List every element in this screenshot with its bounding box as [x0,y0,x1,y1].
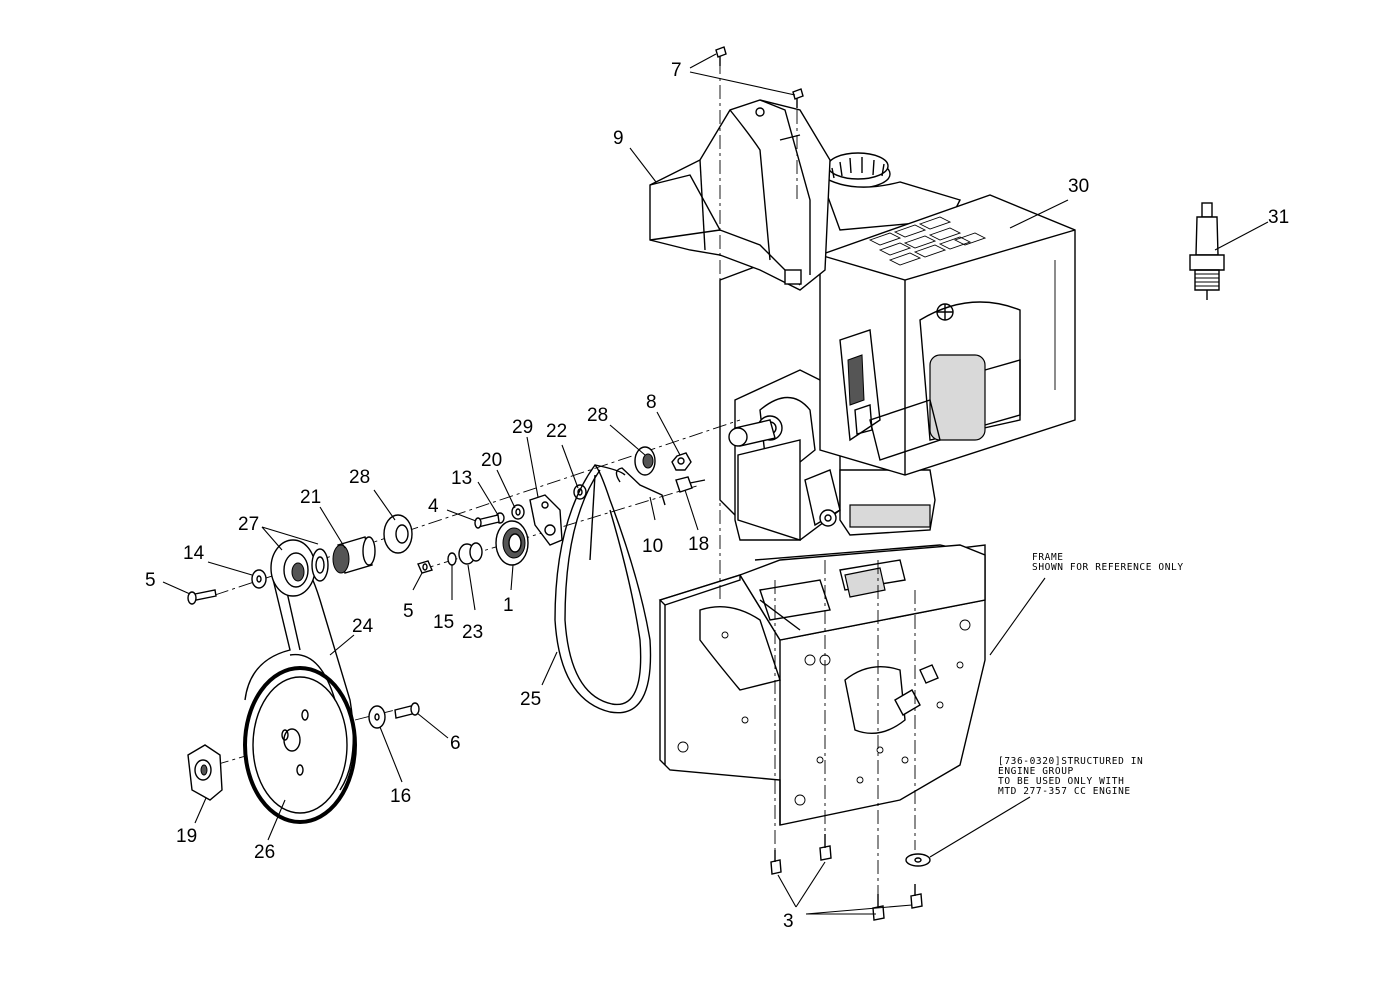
label-31: 31 [1268,207,1289,228]
frame [658,544,986,826]
label-16: 16 [390,786,411,807]
spark-plug [1189,202,1225,300]
label-9: 9 [613,128,624,149]
engine-note-line4: MTD 277-357 CC ENGINE [998,786,1131,797]
engine-note: [736-0320]STRUCTURED IN ENGINE GROUP TO … [998,756,1143,797]
washer-28-right [634,446,656,476]
label-19: 19 [176,826,197,847]
spacer-21 [332,536,376,574]
label-30: 30 [1068,176,1089,197]
spacer-22 [573,484,587,500]
frame-note: FRAME SHOWN FOR REFERENCE ONLY [1032,552,1184,573]
label-1: 1 [503,595,514,616]
washer-28-left [383,514,413,554]
label-6: 6 [450,733,461,754]
label-22: 22 [546,421,567,442]
engine-note-line3: TO BE USED ONLY WITH [998,776,1124,787]
label-14: 14 [183,543,205,564]
bolt-18 [675,476,706,493]
frame-washer [905,853,931,867]
bolt-7b [792,88,804,108]
frame-note-line1: FRAME [1032,552,1064,563]
leader-lines [162,53,1269,915]
idler-bracket-29 [529,494,563,546]
bolt-6 [394,702,420,719]
label-13: 13 [451,468,472,489]
frame-bolt-3c [872,894,885,921]
bolt-5-left [187,589,217,605]
washer-20 [511,504,525,520]
label-3: 3 [783,911,794,932]
label-15: 15 [433,612,454,633]
washer-15 [447,552,457,566]
label-5-center: 5 [403,601,414,622]
frame-bolt-3d [910,884,923,909]
label-24: 24 [352,616,374,637]
bolt-4 [474,514,500,529]
pulley-27 [270,539,329,597]
label-26: 26 [254,842,275,863]
label-8: 8 [646,392,657,413]
label-23: 23 [462,622,483,643]
engine-note-line1: [736-0320]STRUCTURED IN [998,756,1143,767]
label-7: 7 [671,60,682,81]
idler-pulley-1 [495,520,529,566]
engine-note-line2: ENGINE GROUP [998,766,1074,777]
frame-note-line2: SHOWN FOR REFERENCE ONLY [1032,562,1184,573]
label-25: 25 [520,689,541,710]
label-28-left: 28 [349,467,370,488]
spring-10 [615,467,666,506]
label-29: 29 [512,417,533,438]
frame-bolt-3b [819,834,832,861]
hub-19 [187,744,223,801]
label-5-left: 5 [145,570,156,591]
label-4: 4 [428,496,439,517]
washer-16 [368,705,386,729]
nut-5-center [417,560,433,574]
label-27: 27 [238,514,259,535]
label-18: 18 [688,534,709,555]
label-21: 21 [300,487,321,508]
label-20: 20 [481,450,502,471]
engine-pulley [243,666,357,824]
spacer-23 [458,542,483,565]
label-10: 10 [642,536,663,557]
nut-8 [671,452,692,471]
belt-25 [554,463,652,714]
part-labels: 7 9 30 31 8 28 29 22 20 13 28 21 4 27 10… [145,60,1289,932]
engine-assembly [649,99,1076,541]
label-28-right: 28 [587,405,608,426]
frame-bolt-3a [770,850,782,875]
washer-14 [251,569,267,589]
bolt-7a [715,46,727,66]
